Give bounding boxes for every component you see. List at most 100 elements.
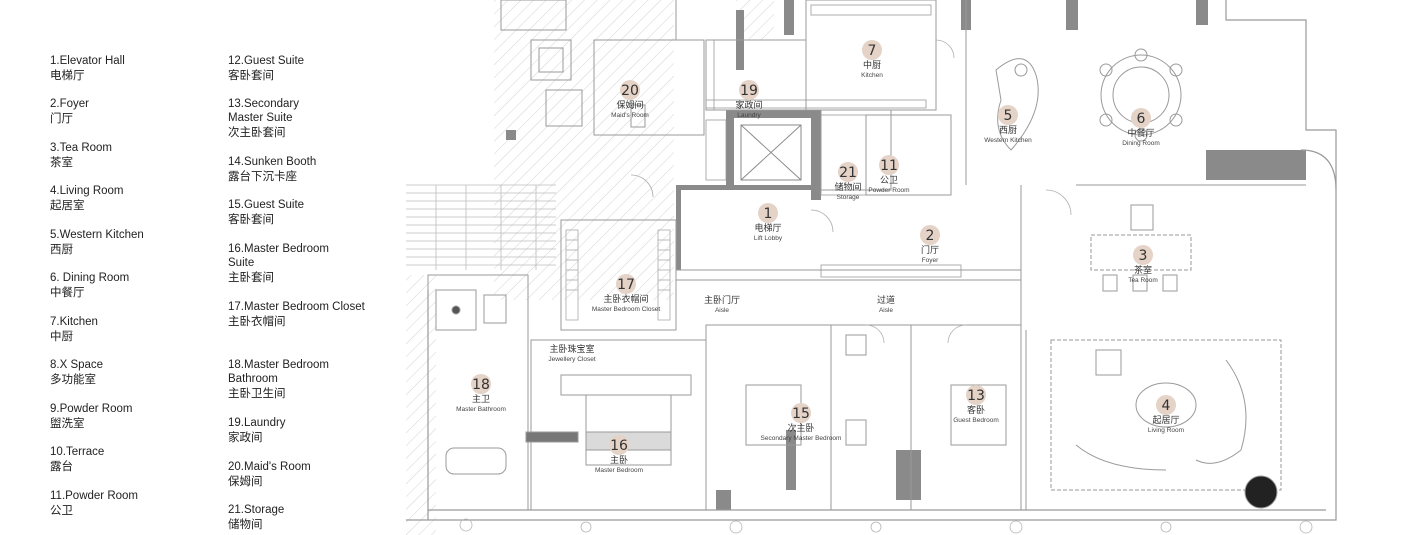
room-number: 6 bbox=[1137, 111, 1146, 127]
room-name-english: Dining Room bbox=[1122, 140, 1160, 147]
legend-item-english: 4.Living Room bbox=[50, 185, 124, 197]
room-number-badge bbox=[616, 274, 636, 294]
elevator bbox=[740, 124, 802, 181]
room-name-english: Foyer bbox=[922, 257, 939, 264]
legend-item-chinese: 家政间 bbox=[228, 430, 263, 444]
aisle-name-chinese: 过道 bbox=[877, 294, 895, 306]
room-number: 3 bbox=[1139, 248, 1148, 264]
room-name-english: Lift Lobby bbox=[754, 235, 783, 242]
aisle-name-english: Aisle bbox=[879, 307, 893, 314]
room-name-english: Tea Room bbox=[1128, 277, 1158, 284]
room-number-badge bbox=[609, 435, 629, 455]
room-name-chinese: 主卧衣帽间 bbox=[603, 293, 648, 305]
legend-item-chinese: 客卧套间 bbox=[228, 68, 274, 82]
legend-item-english: 18.Master Bedroom Bathroom bbox=[228, 359, 329, 385]
room-number-badge bbox=[879, 155, 899, 175]
room-number: 21 bbox=[839, 165, 857, 181]
legend-item-english: 11.Powder Room bbox=[50, 490, 138, 502]
room-number-badge bbox=[920, 225, 940, 245]
legend-item-chinese: 客卧套间 bbox=[228, 212, 274, 226]
room-number-badge bbox=[1156, 395, 1176, 415]
aisle-name-english: Aisle bbox=[715, 307, 729, 314]
legend-item-english: 21.Storage bbox=[228, 504, 285, 516]
room-number: 2 bbox=[926, 228, 935, 244]
room-number: 1 bbox=[764, 206, 773, 222]
beds bbox=[525, 374, 1007, 466]
legend-item-chinese: 中厨 bbox=[50, 329, 73, 343]
legend-item-english: 20.Maid's Room bbox=[228, 461, 311, 473]
legend-item-english: 14.Sunken Booth bbox=[228, 156, 317, 168]
room-number: 16 bbox=[610, 438, 628, 454]
room-number-badge bbox=[1133, 245, 1153, 265]
room-number-badge bbox=[739, 80, 759, 100]
legend-item-chinese: 露台 bbox=[50, 459, 73, 473]
closet-racks bbox=[565, 229, 671, 321]
room-name-chinese: 西厨 bbox=[999, 125, 1017, 136]
legend-item-chinese: 电梯厅 bbox=[50, 68, 85, 82]
legend-item-english: 13.Secondary Master Suite bbox=[228, 98, 299, 124]
legend-item-english: 2.Foyer bbox=[50, 98, 89, 110]
service-shafts bbox=[500, 0, 583, 127]
room-name-chinese: 客卧 bbox=[967, 404, 985, 416]
room-number: 18 bbox=[472, 377, 490, 393]
living-room-furniture bbox=[1050, 339, 1282, 509]
room-number: 4 bbox=[1162, 398, 1171, 414]
room-number-badge bbox=[620, 80, 640, 100]
room-name-chinese: 中餐厅 bbox=[1127, 127, 1154, 139]
room-number: 11 bbox=[880, 158, 898, 174]
walls bbox=[506, 0, 1306, 510]
hatched-zones bbox=[406, 0, 774, 535]
legend-item-chinese: 盥洗室 bbox=[50, 416, 85, 430]
legend-item-english: 3.Tea Room bbox=[50, 142, 113, 154]
aisle-name-english: Jewellery Closet bbox=[548, 356, 596, 363]
interior-walls bbox=[427, 0, 1306, 511]
room-name-chinese: 起居厅 bbox=[1152, 415, 1179, 426]
room-number-badge bbox=[838, 162, 858, 182]
legend-item-chinese: 主卧卫生间 bbox=[228, 386, 286, 400]
legend-item-english: 19.Laundry bbox=[228, 417, 286, 429]
room-number-badge bbox=[791, 403, 811, 423]
legend-item-english: 10.Terrace bbox=[50, 446, 105, 458]
room-name-chinese: 保姆间 bbox=[616, 99, 643, 111]
room-name-english: Secondary Master Bedroom bbox=[761, 435, 842, 442]
room-number: 15 bbox=[792, 406, 810, 422]
room-name-chinese: 中厨 bbox=[863, 59, 881, 71]
room-name-english: Storage bbox=[837, 194, 860, 201]
legend-item-chinese: 起居室 bbox=[50, 198, 85, 212]
room-name-english: Maid's Room bbox=[611, 112, 649, 119]
room-name-english: Guest Bedroom bbox=[953, 417, 999, 424]
legend-item-chinese: 次主卧套间 bbox=[228, 125, 286, 139]
room-number: 19 bbox=[740, 83, 758, 99]
aisle-name-chinese: 主卧门厅 bbox=[704, 294, 740, 306]
legend-item-chinese: 多功能室 bbox=[50, 372, 96, 386]
legend-item-english: 12.Guest Suite bbox=[228, 55, 305, 67]
room-number: 7 bbox=[868, 43, 877, 59]
room-name-chinese: 储物间 bbox=[834, 181, 861, 193]
